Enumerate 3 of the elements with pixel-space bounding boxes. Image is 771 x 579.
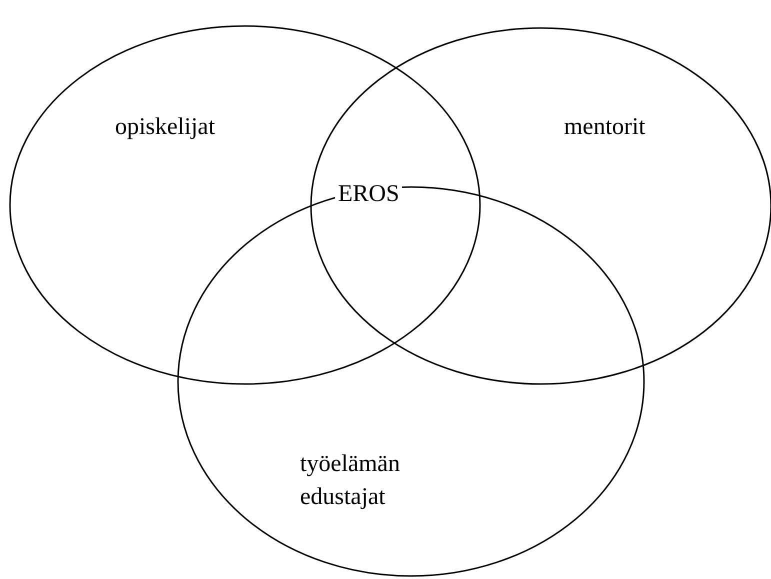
set-label: mentorit: [564, 113, 646, 142]
set-label: opiskelijat: [115, 113, 216, 142]
set-label: työelämän edustajat: [300, 450, 401, 512]
